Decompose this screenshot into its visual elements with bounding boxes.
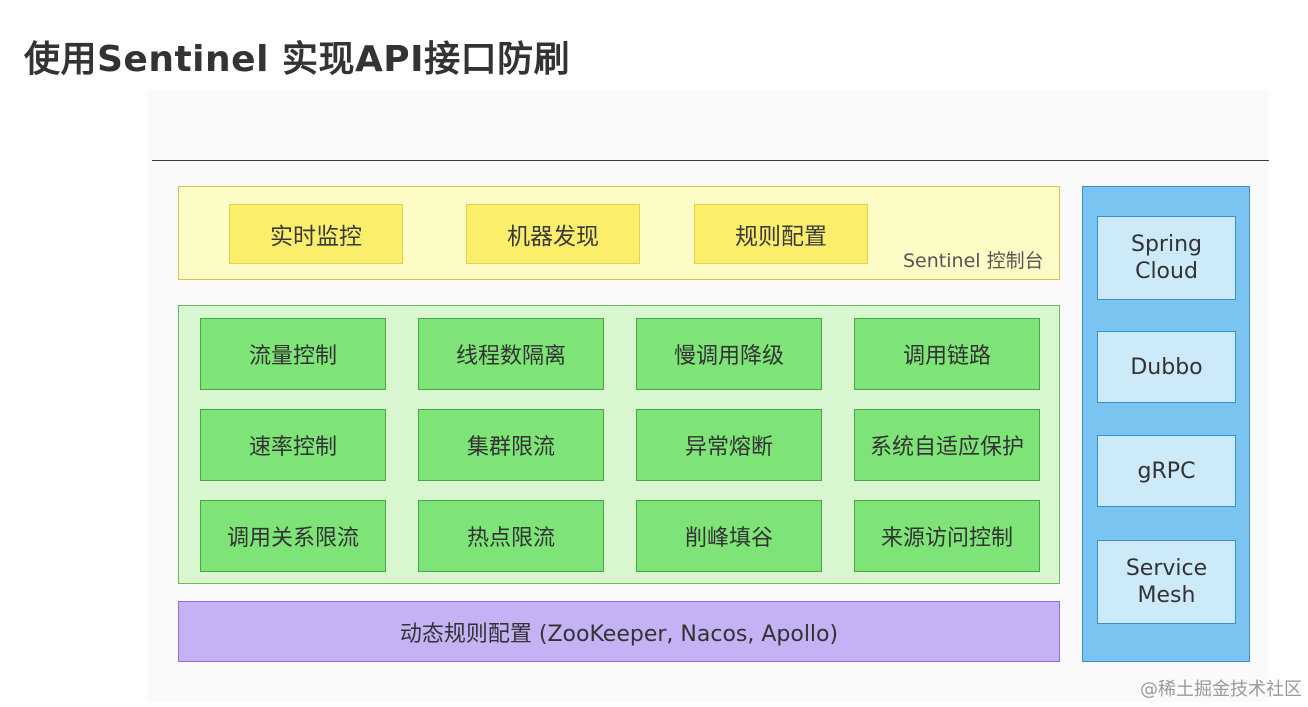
console-tile-rule-config: 规则配置 [694, 204, 868, 264]
watermark: @稀土掘金技术社区 [1140, 679, 1302, 700]
integration-dubbo: Dubbo [1097, 331, 1236, 403]
diagram-top-rule [152, 160, 1269, 161]
integration-spring-cloud: Spring Cloud [1097, 216, 1236, 300]
console-tile-realtime-monitoring: 实时监控 [229, 204, 403, 264]
feature-exception-break: 异常熔断 [636, 409, 822, 481]
console-tile-machine-discovery: 机器发现 [466, 204, 640, 264]
feature-thread-isolation: 线程数隔离 [418, 318, 604, 390]
feature-origin-control: 来源访问控制 [854, 500, 1040, 572]
feature-flow-control: 流量控制 [200, 318, 386, 390]
feature-system-adaptive: 系统自适应保护 [854, 409, 1040, 481]
feature-slow-call-degrade: 慢调用降级 [636, 318, 822, 390]
feature-relation-limit: 调用关系限流 [200, 500, 386, 572]
page-title: 使用Sentinel 实现API接口防刷 [24, 39, 571, 80]
sentinel-console-label: Sentinel 控制台 [903, 250, 1044, 272]
feature-hotspot-limit: 热点限流 [418, 500, 604, 572]
feature-cluster-limit: 集群限流 [418, 409, 604, 481]
dynamic-rules-bar: 动态规则配置 (ZooKeeper, Nacos, Apollo) [178, 601, 1060, 662]
feature-call-chain: 调用链路 [854, 318, 1040, 390]
feature-peak-shaving: 削峰填谷 [636, 500, 822, 572]
feature-rate-control: 速率控制 [200, 409, 386, 481]
integration-service-mesh: Service Mesh [1097, 540, 1236, 624]
integration-grpc: gRPC [1097, 435, 1236, 507]
